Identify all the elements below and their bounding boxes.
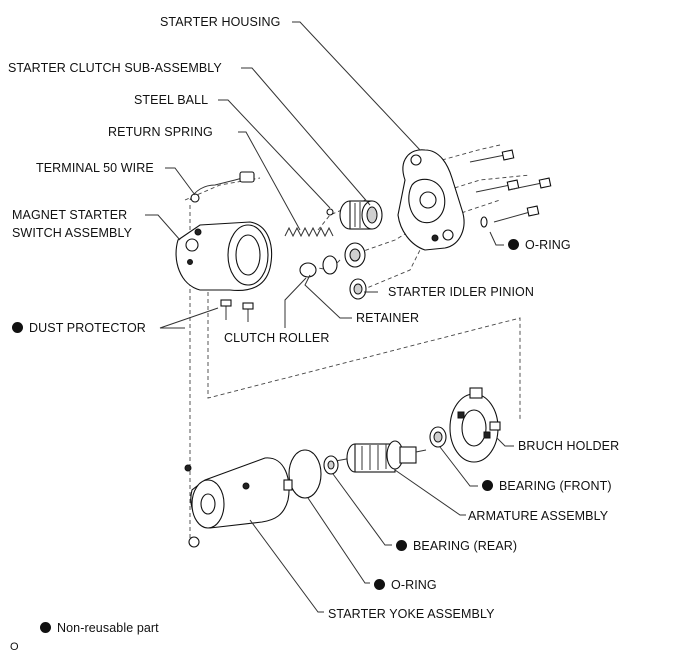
label-bearing-front-text: BEARING (FRONT) [499, 479, 612, 493]
label-magnet-switch-1: MAGNET STARTER [12, 208, 128, 222]
legend: Non-reusable part [40, 621, 159, 635]
label-armature: ARMATURE ASSEMBLY [468, 509, 609, 523]
label-retainer: RETAINER [356, 311, 420, 325]
label-o-ring-top-text: O-RING [525, 238, 571, 252]
label-starter-housing: STARTER HOUSING [160, 15, 281, 29]
legend-bullet-icon [40, 622, 51, 633]
starter-clutch-part [339, 200, 383, 230]
non-reusable-bullet-icon [374, 579, 385, 590]
label-bearing-rear: BEARING (REAR) [396, 539, 517, 553]
label-dust-protector-text: DUST PROTECTOR [29, 321, 146, 335]
magnet-switch-part [175, 221, 273, 291]
legend-text: Non-reusable part [57, 621, 159, 635]
o-ring-bottom-part [288, 449, 322, 499]
steel-ball-and-spring [284, 208, 334, 238]
non-reusable-bullet-icon [482, 480, 493, 491]
armature-part [329, 440, 427, 473]
bearing-rear-part [323, 455, 339, 475]
label-o-ring-bottom: O-RING [374, 578, 437, 592]
terminal-50-wire-part [189, 171, 255, 203]
label-o-ring-bottom-text: O-RING [391, 578, 437, 592]
label-dust-protector: DUST PROTECTOR [12, 321, 146, 335]
non-reusable-bullet-icon [396, 540, 407, 551]
leader-lines [145, 21, 514, 613]
label-brush-holder: BRUCH HOLDER [518, 439, 620, 453]
starter-yoke-part [184, 457, 293, 529]
idler-pinion-gears [299, 242, 367, 300]
label-bearing-front: BEARING (FRONT) [482, 479, 612, 493]
label-o-ring-top: O-RING [508, 238, 571, 252]
label-magnet-switch-2: SWITCH ASSEMBLY [12, 226, 133, 240]
non-reusable-bullet-icon [12, 322, 23, 333]
label-bearing-rear-text: BEARING (REAR) [413, 539, 518, 553]
label-idler-pinion: STARTER IDLER PINION [388, 285, 535, 299]
dust-protector-part [220, 299, 254, 322]
label-steel-ball: STEEL BALL [134, 93, 209, 107]
footer-code: O [10, 641, 19, 653]
housing-bolts [469, 149, 552, 228]
label-clutch-roller: CLUTCH ROLLER [224, 331, 330, 345]
label-return-spring: RETURN SPRING [108, 125, 213, 139]
non-reusable-bullet-icon [508, 239, 519, 250]
label-starter-yoke: STARTER YOKE ASSEMBLY [328, 607, 495, 621]
label-starter-clutch: STARTER CLUTCH SUB-ASSEMBLY [8, 61, 222, 75]
starter-housing-part [397, 149, 465, 251]
label-terminal-50-wire: TERMINAL 50 WIRE [36, 161, 154, 175]
yoke-bottom-bolt [188, 536, 200, 548]
brush-holder-part [449, 387, 501, 463]
bearing-front-part [429, 426, 447, 448]
